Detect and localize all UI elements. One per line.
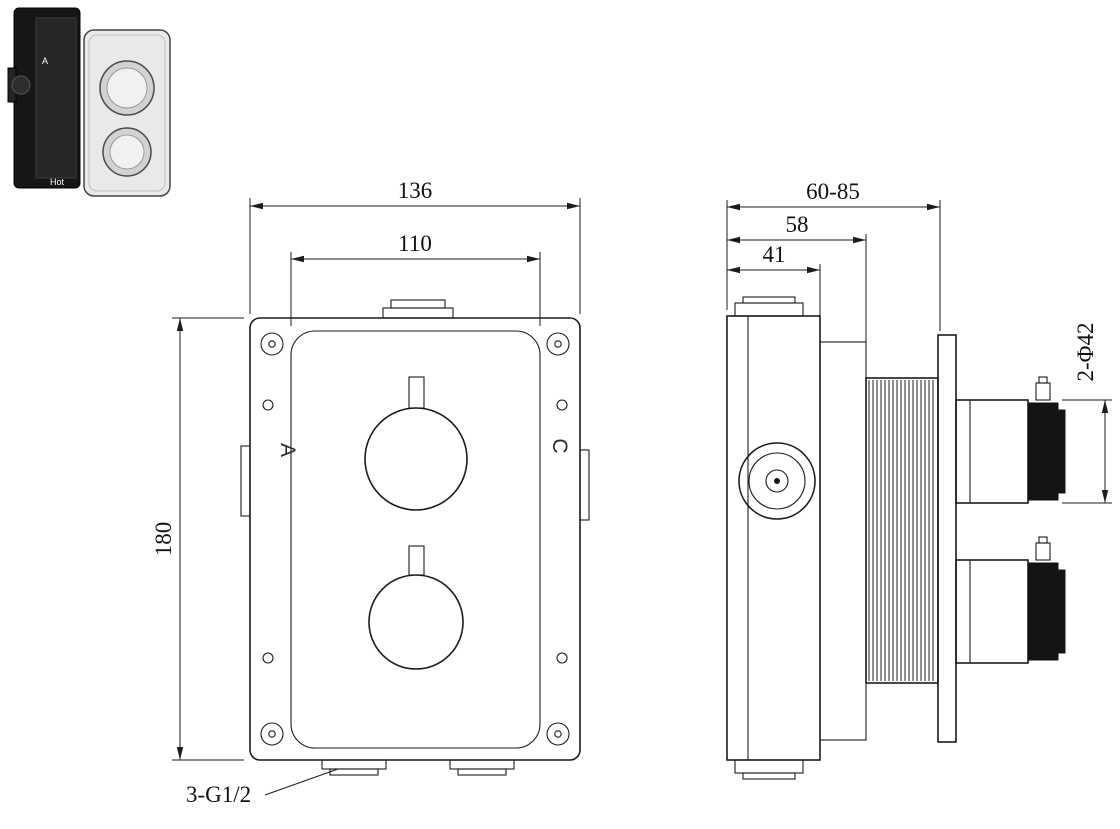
arrowhead — [176, 318, 184, 331]
dimension-outlet-diameter-2x42: 2-Φ42 — [1062, 323, 1112, 504]
arrowhead — [807, 266, 820, 274]
front-top-port-tip — [390, 299, 446, 309]
front-right-port — [579, 449, 590, 521]
photo-inlet-nut — [11, 75, 31, 95]
dimension-side-depth-58: 58 — [727, 212, 867, 374]
arrowhead — [727, 236, 740, 244]
callout-thread-3-g12: 3-G1/2 — [186, 768, 339, 807]
photo-label-hot: Hot — [50, 177, 65, 187]
front-bottom-port-right-base — [449, 759, 515, 770]
screw-hole-bottom-left-center — [268, 730, 276, 738]
arrowhead — [291, 255, 304, 263]
edge-hole-right-upper — [556, 399, 568, 411]
dimension-front-height-180: 180 — [151, 317, 244, 761]
front-bottom-port-right-tip — [457, 768, 507, 776]
photo-label-a: A — [42, 56, 48, 66]
side-bottom-tab-tip — [742, 772, 796, 780]
side-knob-center-dot — [774, 478, 780, 484]
front-label-a: A — [276, 443, 299, 457]
dim-180-text: 180 — [151, 522, 176, 557]
photo-trim-plate-inner — [88, 34, 166, 192]
dimension-side-depth-41: 41 — [727, 242, 821, 338]
arrowhead — [727, 266, 740, 274]
upper-outlet-cap — [1057, 409, 1066, 494]
lower-outlet-stub-tip — [1038, 536, 1048, 544]
edge-hole-right-lower — [556, 652, 568, 664]
screw-hole-top-left-center — [268, 340, 276, 348]
front-label-c: C — [548, 438, 571, 453]
lower-outlet-cap — [1057, 569, 1066, 654]
arrowhead — [527, 255, 540, 263]
side-bottom-tab-base — [734, 759, 804, 774]
dim-60-85-text: 60-85 — [806, 179, 860, 204]
screw-hole-bottom-right — [546, 722, 570, 746]
thread-hatching — [868, 380, 934, 681]
dimension-front-width-110: 110 — [290, 231, 541, 326]
arrowhead — [853, 236, 866, 244]
lower-outlet-body — [955, 559, 1029, 664]
photo-box-panel — [35, 17, 77, 179]
arrowhead — [1101, 400, 1109, 413]
upper-knob-stem — [408, 376, 425, 409]
front-bottom-port-left-tip — [329, 768, 379, 776]
arrowhead — [927, 203, 940, 211]
side-knob-outer — [738, 442, 816, 520]
arrowhead — [1101, 490, 1109, 503]
upper-outlet-body — [955, 399, 1029, 504]
dimension-front-width-136: 136 — [249, 178, 581, 314]
product-photo: A Hot — [7, 7, 171, 197]
upper-knob-opening — [364, 407, 468, 511]
rear-housing — [819, 341, 867, 741]
upper-outlet-nut — [1027, 402, 1059, 501]
dim-110-text: 110 — [398, 231, 432, 256]
dimension-side-depth-60-85: 60-85 — [726, 179, 941, 331]
side-knob-ring — [748, 452, 806, 510]
arrowhead — [176, 747, 184, 760]
dim-2-phi42-text: 2-Φ42 — [1073, 323, 1098, 382]
screw-hole-bottom-right-center — [554, 730, 562, 738]
photo-bottom-knob-face — [109, 134, 145, 170]
arrowhead — [727, 203, 740, 211]
screw-hole-top-right-center — [554, 340, 562, 348]
front-bottom-port-left-base — [321, 759, 387, 770]
leader-line — [264, 768, 339, 796]
front-top-port-base — [382, 307, 454, 319]
front-plate-outer — [249, 317, 581, 761]
front-plate-inner — [290, 330, 541, 749]
lower-outlet-nut — [1027, 562, 1059, 661]
upper-outlet-stub-tip — [1038, 376, 1048, 384]
lower-knob-stem — [408, 545, 425, 576]
side-body — [726, 315, 821, 761]
front-left-port — [240, 445, 251, 517]
thread-callout-text: 3-G1/2 — [186, 782, 251, 807]
photo-top-knob-face — [106, 67, 148, 109]
lower-outlet-stub — [1035, 542, 1051, 561]
screw-hole-top-left — [260, 332, 284, 356]
upper-outlet-stub — [1035, 382, 1051, 401]
screw-hole-bottom-left — [260, 722, 284, 746]
front-view: A C — [240, 299, 590, 776]
side-top-tab-tip — [742, 296, 796, 304]
lower-knob-opening — [368, 574, 464, 670]
edge-hole-left-upper — [262, 399, 274, 411]
side-knob-hub — [765, 469, 789, 493]
screw-hole-top-right — [546, 332, 570, 356]
wall-plate — [937, 334, 957, 743]
dim-58-text: 58 — [786, 212, 809, 237]
dim-136-text: 136 — [398, 178, 433, 203]
arrowhead — [250, 202, 263, 210]
side-top-tab-base — [734, 302, 804, 317]
side-view — [726, 296, 1066, 780]
dim-41-text: 41 — [763, 242, 786, 267]
arrowhead — [567, 202, 580, 210]
edge-hole-left-lower — [262, 652, 274, 664]
